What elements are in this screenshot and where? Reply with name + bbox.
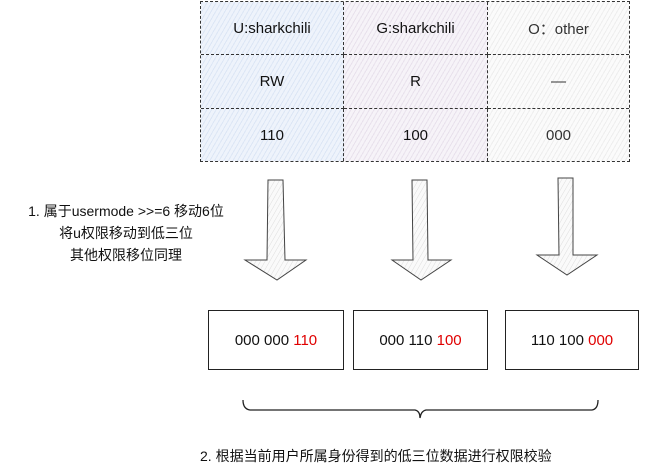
- bits-prefix: 000 110: [379, 331, 437, 349]
- header-user: U:sharkchili: [201, 2, 344, 55]
- shift-note: 1. 属于usermode >>=6 移动6位 将u权限移动到低三位 其他权限移…: [8, 200, 244, 266]
- bits-prefix: 110 100: [530, 331, 589, 349]
- perm-other: —: [488, 55, 629, 109]
- note-line: 1. 属于usermode >>=6 移动6位: [28, 203, 224, 219]
- arrow-down-icon: [535, 177, 599, 276]
- brace-icon: [242, 399, 599, 419]
- note-line: 其他权限移位同理: [70, 247, 182, 263]
- note-line: 将u权限移动到低三位: [59, 225, 193, 241]
- header-group: G:sharkchili: [344, 2, 488, 55]
- arrow-down-icon: [390, 179, 453, 281]
- other-shift-box: 110 100 000: [505, 310, 639, 370]
- bits-prefix: 000 000: [234, 331, 294, 349]
- check-note: 2. 根据当前用户所属身份得到的低三位数据进行权限校验: [200, 448, 552, 464]
- permission-table: U:sharkchili G:sharkchili O：other RW R —…: [200, 1, 630, 162]
- bits-other: 000: [488, 109, 629, 161]
- user-shift-box: 000 000 110: [208, 310, 344, 370]
- bits-group: 100: [344, 109, 488, 161]
- perm-user: RW: [201, 55, 344, 109]
- low-bits: 100: [436, 331, 462, 349]
- perm-group: R: [344, 55, 488, 109]
- low-bits: 000: [588, 331, 614, 349]
- group-shift-box: 000 110 100: [353, 310, 488, 370]
- bits-user: 110: [201, 109, 344, 161]
- header-other: O：other: [488, 2, 629, 55]
- arrow-down-icon: [243, 179, 308, 281]
- low-bits: 110: [293, 331, 318, 349]
